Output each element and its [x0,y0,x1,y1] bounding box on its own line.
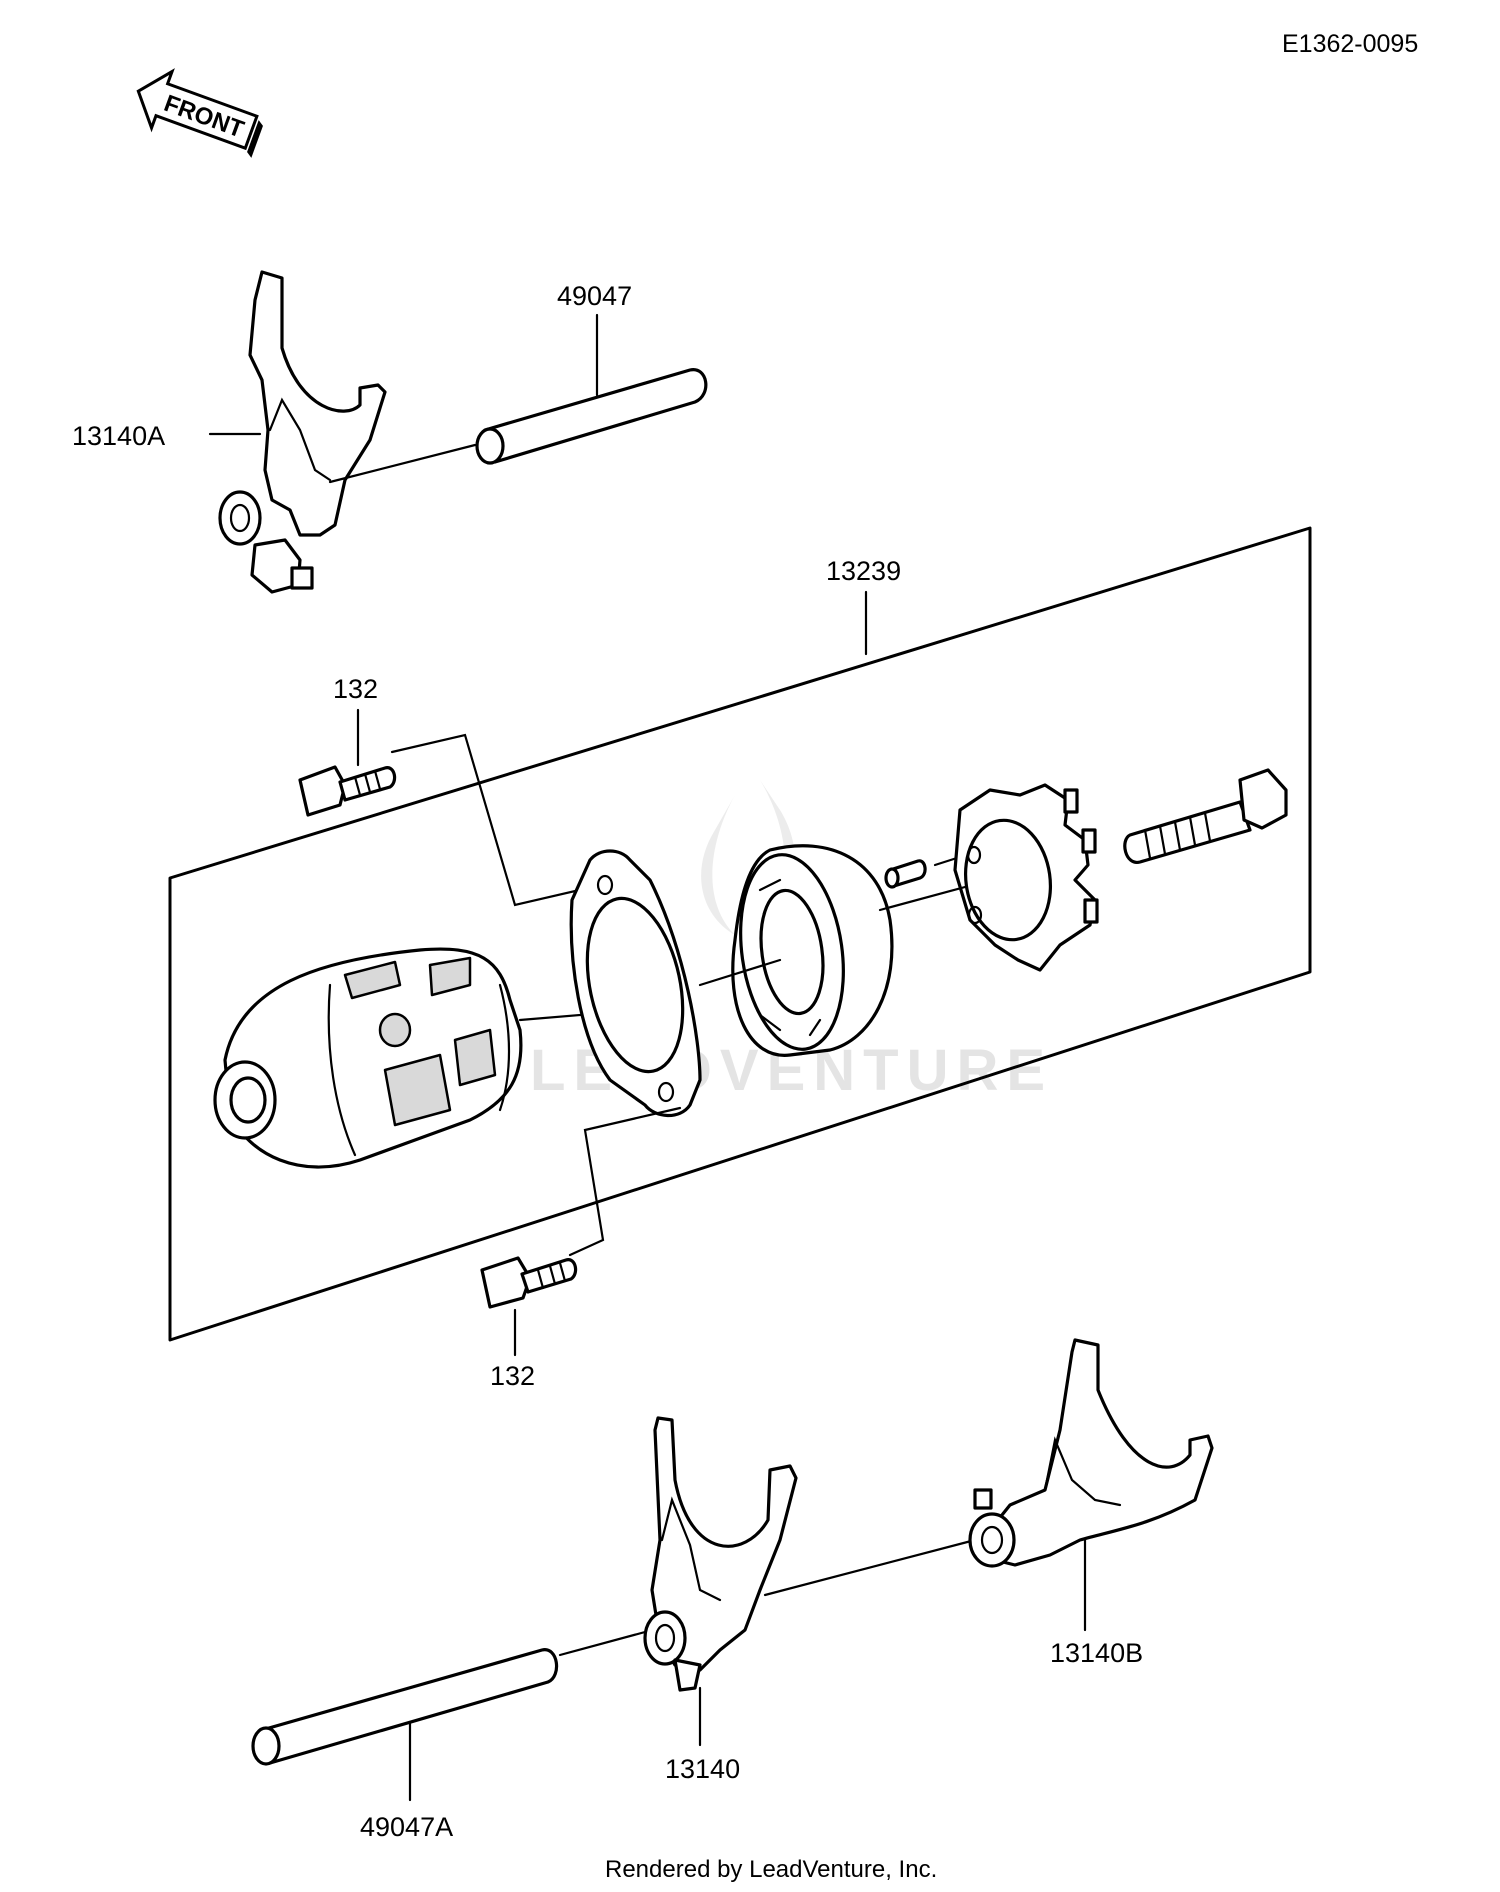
shift-fork-13140a[interactable] [218,270,387,594]
assembly-13239-frame [168,526,1312,1342]
front-arrow-icon: FRONT [136,68,263,158]
label-49047: 49047 [557,281,632,311]
shift-drum-cam[interactable] [953,783,1099,972]
label-13140: 13140 [665,1754,740,1784]
shift-drum[interactable] [213,947,523,1169]
cam-bolt[interactable] [1123,768,1288,864]
label-132-upper: 132 [333,674,378,704]
label-13140a: 13140A [72,421,165,451]
bolt-132-lower[interactable] [480,1256,578,1309]
footer-credit: Rendered by LeadVenture, Inc. [605,1856,937,1883]
label-132-lower: 132 [490,1361,535,1391]
bolt-132-upper[interactable] [298,765,397,817]
label-13140b: 13140B [1050,1638,1143,1668]
label-13239: 13239 [826,556,901,586]
diagram-code: E1362-0095 [1282,30,1418,58]
shift-fork-13140b[interactable] [968,1338,1214,1568]
shaft-49047a[interactable] [251,1648,559,1766]
shift-fork-13140[interactable] [643,1416,798,1692]
dowel-pin[interactable] [884,859,927,889]
shaft-49047[interactable] [475,368,708,465]
label-49047a: 49047A [360,1812,453,1842]
bearing-plate[interactable] [569,849,702,1118]
ball-bearing[interactable] [729,844,894,1057]
